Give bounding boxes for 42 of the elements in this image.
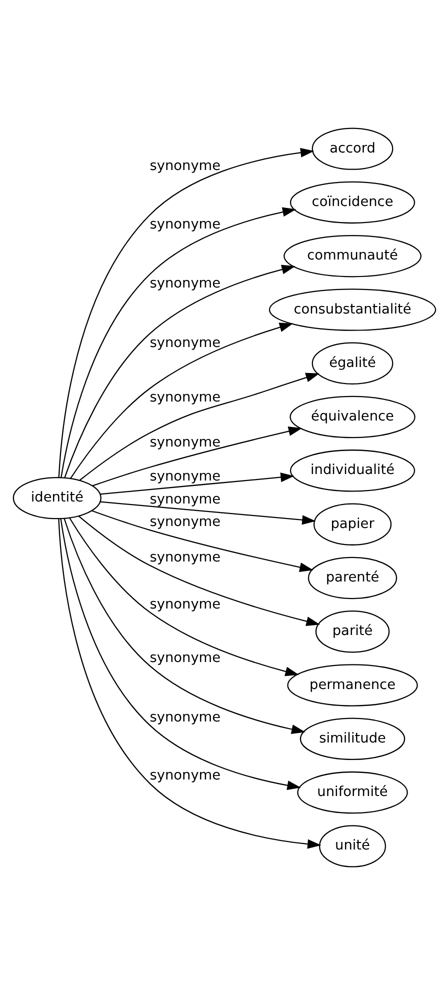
- arrow: [60, 207, 296, 478]
- edge-label: synonyme: [149, 158, 220, 174]
- arrow: [78, 516, 320, 626]
- node-ellipse: communauté: [283, 234, 421, 278]
- arrow: [91, 510, 313, 572]
- edge-label: synonyme: [149, 596, 220, 612]
- edge-label: synonyme: [149, 550, 220, 566]
- arrow: [92, 426, 302, 486]
- node-ellipse: unité: [318, 825, 386, 868]
- edge-label: synonyme: [149, 334, 220, 351]
- edge-label: synonyme: [149, 468, 220, 484]
- node-ellipse: coïncidence: [289, 181, 415, 224]
- edge-label: synonyme: [149, 216, 220, 232]
- edge-label: synonyme: [149, 514, 220, 530]
- arrow: [70, 322, 293, 479]
- node-ellipse: équivalence: [289, 396, 415, 438]
- node-ellipse: uniformité: [296, 771, 408, 814]
- node-ellipse: permanence: [286, 664, 418, 706]
- node-ellipse: papier: [312, 503, 392, 546]
- arrow: [68, 518, 299, 676]
- arrow: [58, 148, 314, 478]
- edge-label: synonyme: [149, 434, 220, 450]
- edge-label: synonyme: [149, 390, 220, 406]
- edge-label: synonyme: [149, 709, 220, 726]
- edge-label: synonyme: [149, 768, 220, 784]
- edge-label: synonyme: [149, 276, 220, 292]
- node-ellipse: accord: [311, 128, 393, 170]
- node-ellipse: égalité: [311, 342, 393, 384]
- arrow: [64, 264, 295, 478]
- node-ellipse: parité: [314, 610, 390, 653]
- edge-label: synonyme: [149, 491, 220, 508]
- arrow: [100, 501, 316, 525]
- node-ellipse: identité: [12, 476, 101, 520]
- arrow: [60, 518, 300, 790]
- node-ellipse: similitude: [299, 718, 405, 760]
- arrow: [99, 472, 294, 495]
- node-ellipse: individualité: [289, 450, 415, 492]
- arrow: [58, 518, 321, 849]
- edge-label: synonyme: [149, 650, 220, 666]
- node-ellipse: parenté: [307, 556, 397, 600]
- arrow: [78, 372, 320, 481]
- arrow: [63, 518, 305, 734]
